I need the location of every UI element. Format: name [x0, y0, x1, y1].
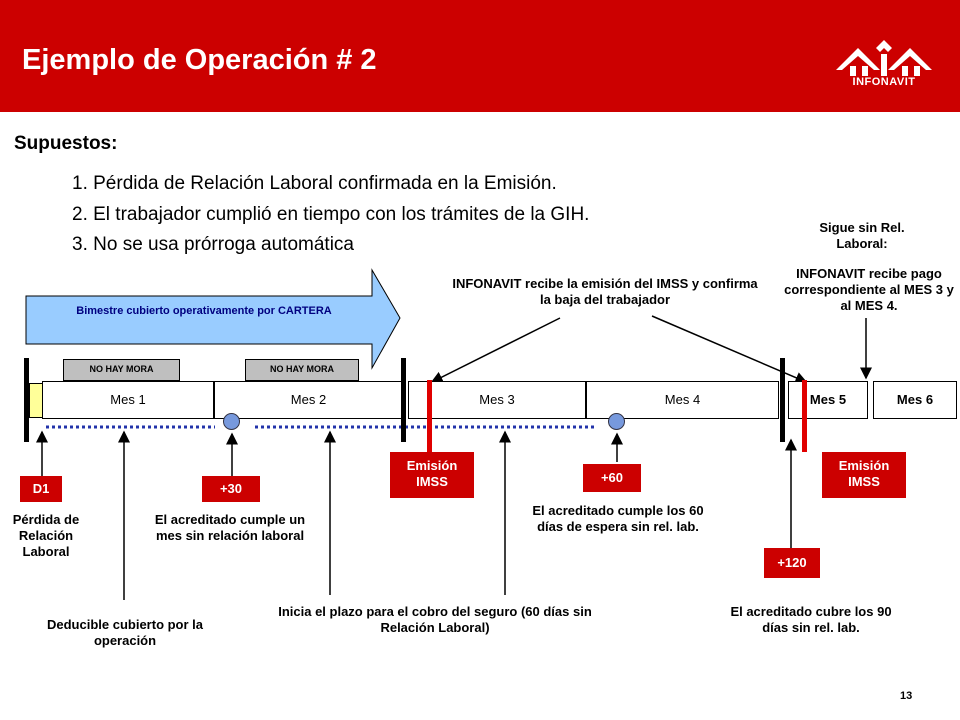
note-plus120: El acreditado cubre los 90 días sin rel.… [730, 604, 892, 635]
note-infonavit-emision: INFONAVIT recibe la emisión del IMSS y c… [452, 276, 758, 307]
marker-plus60: +60 [583, 464, 641, 492]
marker-emision-imss: Emisión IMSS [390, 452, 474, 498]
marker-d1: D1 [20, 476, 62, 502]
month-box: Mes 4 [586, 381, 779, 419]
header-bar [0, 0, 960, 112]
month-box: Mes 5 [788, 381, 868, 419]
brand-name: INFONAVIT [852, 76, 916, 88]
cartera-arrow [25, 268, 401, 370]
note-perdida: Pérdida de Relación Laboral [12, 512, 80, 559]
assumption-item: 2. El trabajador cumplió en tiempo con l… [72, 204, 590, 225]
emision-marker [802, 380, 807, 452]
month-box: Mes 2 [214, 381, 403, 419]
milestone-dot [608, 413, 625, 430]
no-mora-badge: NO HAY MORA [245, 359, 359, 381]
cartera-arrow-label: Bimestre cubierto operativamente por CAR… [76, 305, 332, 317]
milestone-dot [223, 413, 240, 430]
note-deducible: Deducible cubierto por la operación [46, 617, 204, 648]
infonavit-logo-icon [836, 40, 932, 76]
page-title: Ejemplo de Operación # 2 [22, 44, 377, 76]
assumptions-heading: Supuestos: [14, 133, 118, 154]
bimester-divider [24, 358, 29, 442]
note-inicia: Inicia el plazo para el cobro del seguro… [278, 604, 592, 635]
note-plus60: El acreditado cumple los 60 días de espe… [532, 503, 704, 534]
assumption-item: 1. Pérdida de Relación Laboral confirmad… [72, 173, 557, 194]
month-box: Mes 3 [408, 381, 586, 419]
note-infonavit-pago: INFONAVIT recibe pago correspondiente al… [784, 266, 954, 313]
no-mora-badge: NO HAY MORA [63, 359, 180, 381]
marker-plus120: +120 [764, 548, 820, 578]
month-box: Mes 6 [873, 381, 957, 419]
emision-marker [427, 380, 432, 452]
assumption-item: 3. No se usa prórroga automática [72, 234, 354, 255]
note-plus30: El acreditado cumple un mes sin relación… [154, 512, 306, 543]
note-sigue-sin: Sigue sin Rel. Laboral: [819, 220, 905, 251]
bimester-divider [780, 358, 785, 442]
marker-plus30: +30 [202, 476, 260, 502]
bimester-divider [401, 358, 406, 442]
marker-emision-imss: Emisión IMSS [822, 452, 906, 498]
month-box: Mes 1 [42, 381, 214, 419]
page-number: 13 [900, 690, 913, 702]
